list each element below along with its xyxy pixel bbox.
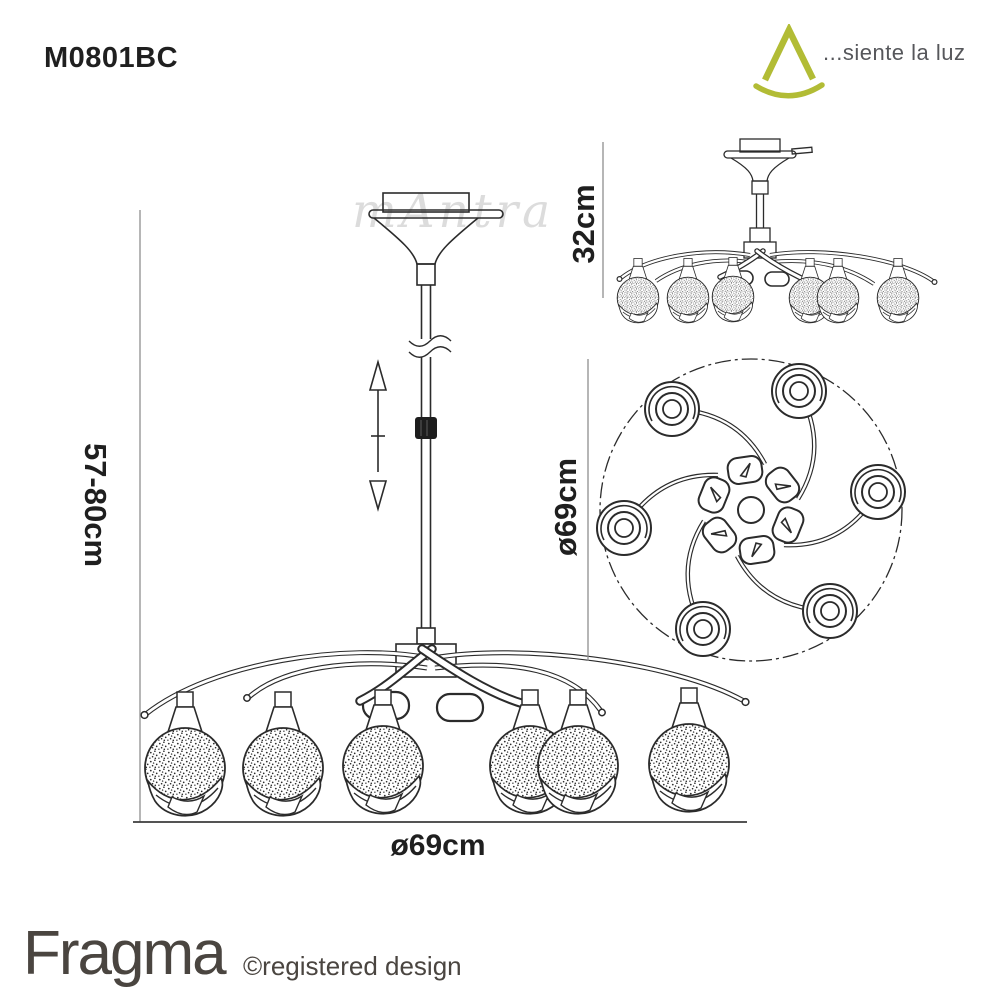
- rod-break-mark: [408, 335, 452, 347]
- rod-adjuster: [415, 417, 437, 439]
- rod-break-mark: [408, 346, 452, 358]
- compact-shades: [616, 257, 920, 324]
- smile-arc-icon: [753, 82, 825, 99]
- registered-design-note: ©registered design: [243, 951, 462, 981]
- height-adjust-arrow-icon: [368, 359, 388, 512]
- brand-tagline: ...siente la luz: [823, 40, 966, 65]
- top-view-outline-circle: [599, 358, 903, 662]
- dimension-lines: [133, 142, 747, 823]
- compact-view-drawing: [616, 138, 938, 324]
- top-view-drawing: [596, 358, 906, 662]
- top-view-diameter-dimension-label: ø69cm: [548, 457, 583, 557]
- compact-height-dimension-label: 32cm: [566, 184, 601, 264]
- front-canopy-plate: [368, 209, 504, 219]
- front-canopy-box: [382, 192, 470, 213]
- compact-arms: [616, 248, 938, 287]
- brand-logo: [753, 24, 825, 99]
- front-canopy-flare: [373, 217, 479, 265]
- model-number: M0801BC: [44, 42, 179, 74]
- front-diameter-dimension-label: ø69cm: [390, 829, 486, 862]
- top-view-hub: [694, 453, 808, 567]
- front-view-drawing: [140, 192, 750, 817]
- lambda-icon: [762, 24, 816, 82]
- front-arms: [140, 644, 750, 723]
- product-name: Fragma: [23, 919, 227, 988]
- height-range-dimension-label: 57-80cm: [78, 442, 113, 568]
